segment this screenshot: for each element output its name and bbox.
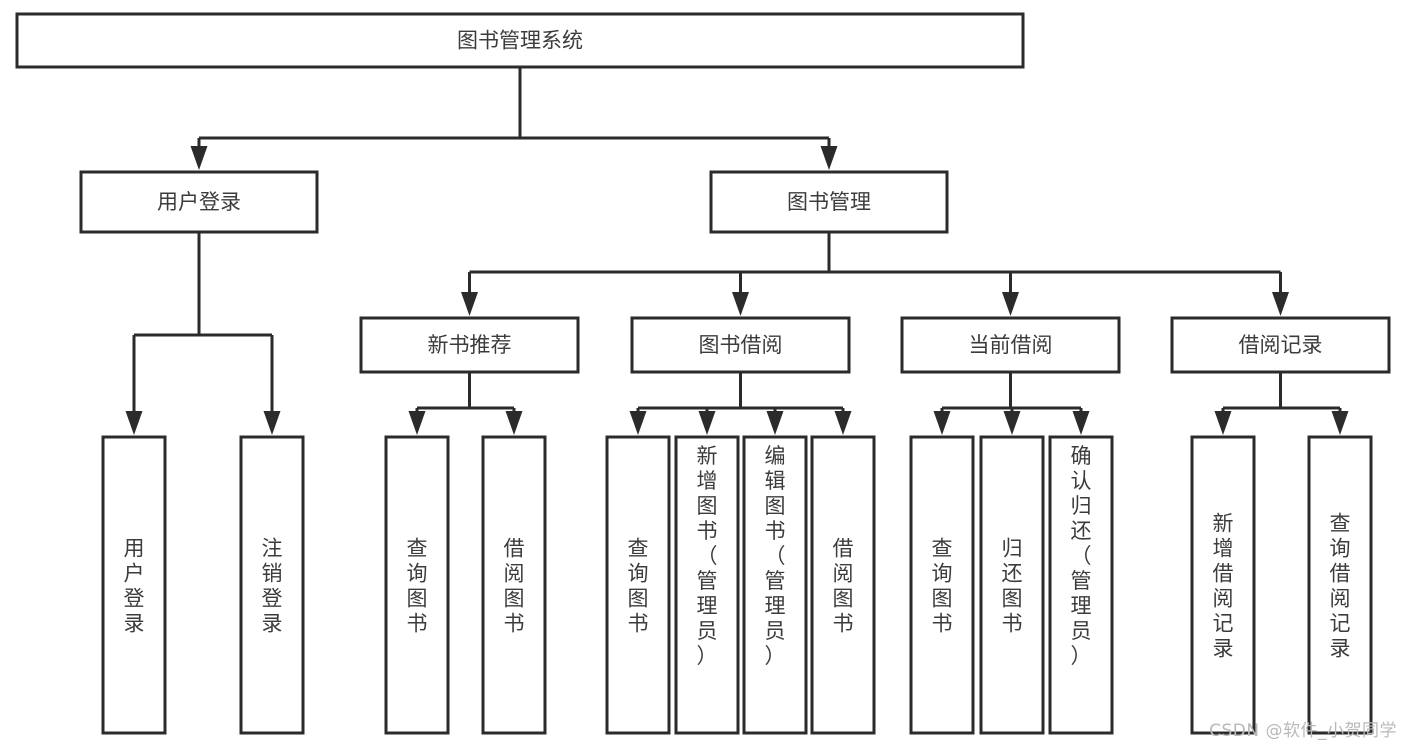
connector-group-records [1214, 372, 1349, 435]
connector-group-current [933, 372, 1090, 435]
node-leaf-borrow-edit[interactable]: 编辑图书（管理员） [742, 435, 808, 735]
node-label: 当前借阅 [969, 333, 1053, 357]
node-box[interactable] [1170, 316, 1391, 374]
node-label: 编辑图书（管理员） [765, 444, 786, 668]
node-box[interactable] [15, 12, 1025, 69]
node-label: 查询图书 [628, 537, 649, 636]
arrow-head-icon [1272, 292, 1289, 316]
node-label: 查询借阅记录 [1330, 512, 1351, 661]
connector-group-login [125, 232, 281, 435]
node-leaf-borrow-query[interactable]: 查询图书 [605, 435, 671, 735]
arrow-head-icon [1002, 292, 1019, 316]
node-leaf-newbook-borrow[interactable]: 借阅图书 [481, 435, 547, 735]
connector-group-newbook [408, 372, 523, 435]
node-box[interactable] [979, 435, 1045, 735]
arrow-head-icon [820, 146, 838, 170]
node-label: 新增图书（管理员） [697, 444, 718, 668]
arrow-head-icon [1072, 411, 1090, 435]
node-leaf-user-logout[interactable]: 注销登录 [239, 435, 305, 735]
node-box[interactable] [900, 316, 1121, 374]
node-label: 查询图书 [407, 537, 428, 636]
node-box[interactable] [742, 435, 808, 735]
node-label: 图书借阅 [699, 333, 783, 357]
node-label: 用户登录 [157, 190, 241, 214]
node-newbook[interactable]: 新书推荐 [359, 316, 580, 374]
arrow-head-icon [629, 411, 647, 435]
node-box[interactable] [79, 170, 319, 234]
node-bookmgmt[interactable]: 图书管理 [709, 170, 949, 234]
node-login[interactable]: 用户登录 [79, 170, 319, 234]
arrow-head-icon [732, 292, 749, 316]
node-box[interactable] [481, 435, 547, 735]
arrow-head-icon [125, 411, 143, 435]
node-layer: 图书管理系统用户登录图书管理新书推荐图书借阅当前借阅借阅记录用户登录注销登录查询… [15, 12, 1391, 735]
node-leaf-records-add[interactable]: 新增借阅记录 [1190, 435, 1256, 735]
node-label: 图书管理 [787, 190, 871, 214]
arrow-head-icon [834, 411, 852, 435]
node-leaf-borrow-lend[interactable]: 借阅图书 [810, 435, 876, 735]
node-leaf-user-login[interactable]: 用户登录 [101, 435, 167, 735]
arrow-head-icon [698, 411, 716, 435]
arrow-head-icon [1003, 411, 1021, 435]
node-label: 确认归还（管理员） [1071, 444, 1092, 668]
node-label: 借阅图书 [504, 537, 525, 636]
node-label: 借阅记录 [1239, 333, 1323, 357]
node-label: 归还图书 [1002, 537, 1023, 636]
node-label: 查询图书 [932, 537, 953, 636]
node-box[interactable] [1307, 435, 1373, 735]
node-box[interactable] [909, 435, 975, 735]
node-label: 用户登录 [124, 537, 145, 636]
node-records[interactable]: 借阅记录 [1170, 316, 1391, 374]
node-leaf-current-confirm[interactable]: 确认归还（管理员） [1048, 435, 1114, 735]
arrow-head-icon [461, 292, 478, 316]
arrow-head-icon [263, 411, 281, 435]
arrow-head-icon [933, 411, 951, 435]
node-box[interactable] [674, 435, 740, 735]
node-box[interactable] [239, 435, 305, 735]
node-box[interactable] [709, 170, 949, 234]
node-label: 借阅图书 [833, 537, 854, 636]
arrow-head-icon [505, 411, 523, 435]
node-label: 注销登录 [262, 537, 283, 636]
connector-layer [125, 67, 1349, 435]
node-box[interactable] [605, 435, 671, 735]
connector-group-bookmgmt [461, 232, 1289, 316]
node-leaf-current-query[interactable]: 查询图书 [909, 435, 975, 735]
node-leaf-records-query[interactable]: 查询借阅记录 [1307, 435, 1373, 735]
node-current[interactable]: 当前借阅 [900, 316, 1121, 374]
arrow-head-icon [1214, 411, 1232, 435]
arrow-head-icon [408, 411, 426, 435]
connector-group-root [190, 67, 838, 170]
node-borrow[interactable]: 图书借阅 [630, 316, 851, 374]
node-leaf-current-return[interactable]: 归还图书 [979, 435, 1045, 735]
node-box[interactable] [1190, 435, 1256, 735]
node-leaf-borrow-add[interactable]: 新增图书（管理员） [674, 435, 740, 735]
node-box[interactable] [1048, 435, 1114, 735]
node-root[interactable]: 图书管理系统 [15, 12, 1025, 69]
arrow-head-icon [1331, 411, 1349, 435]
connector-group-borrow [629, 372, 852, 435]
arrow-head-icon [766, 411, 784, 435]
node-label: 新书推荐 [428, 333, 512, 357]
node-box[interactable] [810, 435, 876, 735]
node-box[interactable] [359, 316, 580, 374]
arrow-head-icon [190, 146, 208, 170]
node-box[interactable] [630, 316, 851, 374]
node-box[interactable] [384, 435, 450, 735]
node-leaf-newbook-query[interactable]: 查询图书 [384, 435, 450, 735]
node-label: 图书管理系统 [457, 29, 583, 53]
node-label: 新增借阅记录 [1213, 512, 1234, 661]
node-box[interactable] [101, 435, 167, 735]
